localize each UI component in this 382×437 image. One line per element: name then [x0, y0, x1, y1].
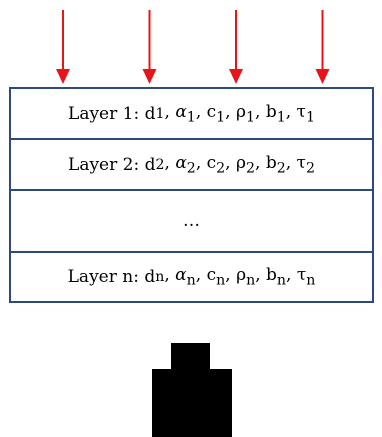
arrow-3-head [229, 69, 243, 84]
param-1: c [206, 101, 217, 122]
param-4: τ [296, 265, 307, 286]
param-4: τ [296, 101, 306, 122]
layer-n-label: Layer n: d [67, 267, 156, 287]
detector-window [176, 346, 205, 366]
param-0: α [175, 152, 187, 173]
layer-1-params: , α1, c1, ρ1, b1, τ1 [164, 101, 315, 126]
param-2: ρ [236, 265, 247, 286]
param-1: c [206, 265, 217, 286]
ellipsis-label: … [183, 211, 200, 231]
param-2: ρ [235, 152, 246, 173]
arrow-1-head [56, 69, 70, 84]
param-1: c [206, 152, 217, 173]
layer-2-label: Layer 2: d [68, 154, 156, 175]
layer-n-params: , αn, cn, ρn, bn, τn [164, 265, 316, 289]
param-3: b [265, 152, 277, 173]
arrow-2-head [142, 69, 157, 84]
detector-shape [152, 343, 232, 437]
arrow-4-head [315, 69, 330, 84]
layer-2-params: , α2, c2, ρ2, b2, τ2 [164, 152, 315, 177]
param-3: b [265, 101, 277, 122]
param-3: b [266, 265, 277, 286]
layer-ellipsis: … [11, 191, 372, 253]
param-4: τ [296, 152, 306, 173]
incident-arrows [56, 10, 330, 84]
param-2: ρ [235, 101, 246, 122]
layer-1-label: Layer 1: d [68, 103, 156, 124]
param-0: α [175, 101, 187, 122]
param-0: α [175, 265, 187, 286]
